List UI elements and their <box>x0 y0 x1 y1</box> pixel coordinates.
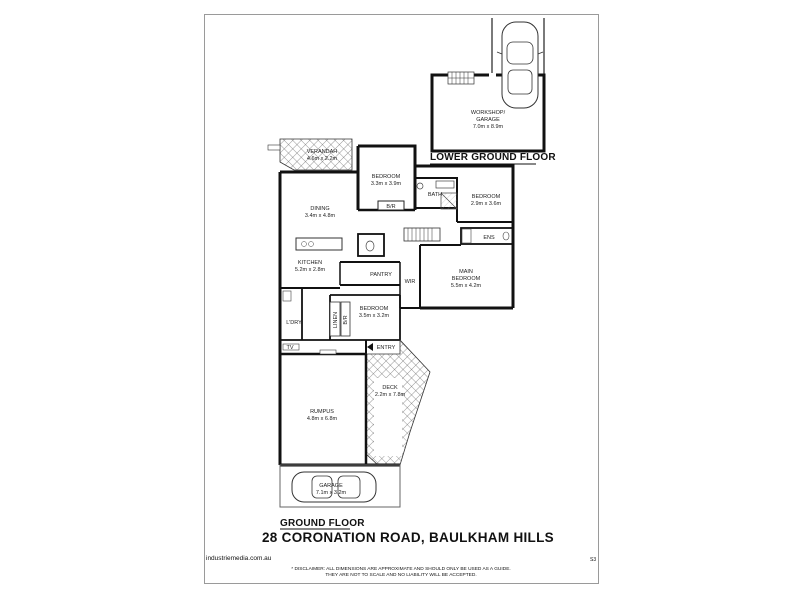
page-code: S3 <box>590 557 597 563</box>
kitchen-size: 5.2m x 2.8m <box>295 267 326 273</box>
linen-label: LINEN <box>333 312 339 328</box>
garage-size: 7.1m x 3.2m <box>316 490 347 496</box>
laundry-label: L'DRY <box>286 320 302 326</box>
bir-mid-label: B/R <box>343 315 349 324</box>
ens-label: ENS <box>483 235 495 241</box>
car-icon-garage <box>291 471 377 503</box>
bedroom-mid-name: BEDROOM <box>360 306 389 312</box>
dining-name: DINING <box>310 206 329 212</box>
bedroom-right-size: 2.9m x 3.6m <box>471 201 502 207</box>
workshop-size: 7.0m x 8.9m <box>473 124 504 130</box>
disclaimer-line-2: THEY ARE NOT TO SCALE AND NO LIABILITY W… <box>325 573 477 578</box>
bedroom-top-size: 3.3m x 3.9m <box>371 181 402 187</box>
bedroom-mid-size: 3.5m x 3.2m <box>359 313 390 319</box>
main-bedroom-name-1: MAIN <box>459 269 473 275</box>
workshop-name-1: WORKSHOP/ <box>471 110 506 116</box>
pantry-label: PANTRY <box>370 272 392 278</box>
car-icon-lower <box>496 21 544 109</box>
rumpus-name: RUMPUS <box>310 409 334 415</box>
kitchen-name: KITCHEN <box>298 260 322 266</box>
floorplan-sheet <box>204 14 599 584</box>
website-link[interactable]: industriemedia.com.au <box>206 555 272 562</box>
ground-floor-plan: VERANDAH 4.6m x 2.2m BEDROOM 3.3m x 3.9m… <box>267 138 515 508</box>
bath-label: BATH <box>428 192 442 198</box>
entry-arrow-icon <box>367 343 373 351</box>
verandah-name: VERANDAH <box>307 149 338 155</box>
disclaimer-line-1: * DISCLAIMER: ALL DIMENSIONS ARE APPROXI… <box>291 567 511 572</box>
bedroom-top-name: BEDROOM <box>372 174 401 180</box>
deck-size: 2.2m x 7.8m <box>375 392 406 398</box>
wir-label: WIR <box>405 279 416 285</box>
verandah-area <box>279 138 353 171</box>
lower-ground-floor-plan: WORKSHOP/ GARAGE 7.0m x 8.9m <box>430 18 546 153</box>
stairs-hall <box>403 227 441 242</box>
bir-top-label: B/R <box>386 204 395 210</box>
dining-size: 3.4m x 4.8m <box>305 213 336 219</box>
verandah-size: 4.6m x 2.2m <box>307 156 338 162</box>
entry-label: ENTRY <box>377 345 396 351</box>
garage-name: GARAGE <box>319 483 343 489</box>
main-bedroom-size: 5.5m x 4.2m <box>451 283 482 289</box>
workshop-name-2: GARAGE <box>476 117 500 123</box>
property-address: 28 CORONATION ROAD, BAULKHAM HILLS <box>262 530 554 545</box>
main-bedroom-name-2: BEDROOM <box>452 276 481 282</box>
disclaimer: * DISCLAIMER: ALL DIMENSIONS ARE APPROXI… <box>205 567 597 579</box>
tv-label: TV <box>286 345 293 351</box>
ground-floor-label: GROUND FLOOR <box>280 518 365 529</box>
stairs-lower <box>447 71 475 85</box>
deck-name: DECK <box>382 385 398 391</box>
bedroom-right-name: BEDROOM <box>472 194 501 200</box>
rumpus-size: 4.8m x 6.8m <box>307 416 338 422</box>
lower-ground-floor-label: LOWER GROUND FLOOR <box>430 152 556 163</box>
